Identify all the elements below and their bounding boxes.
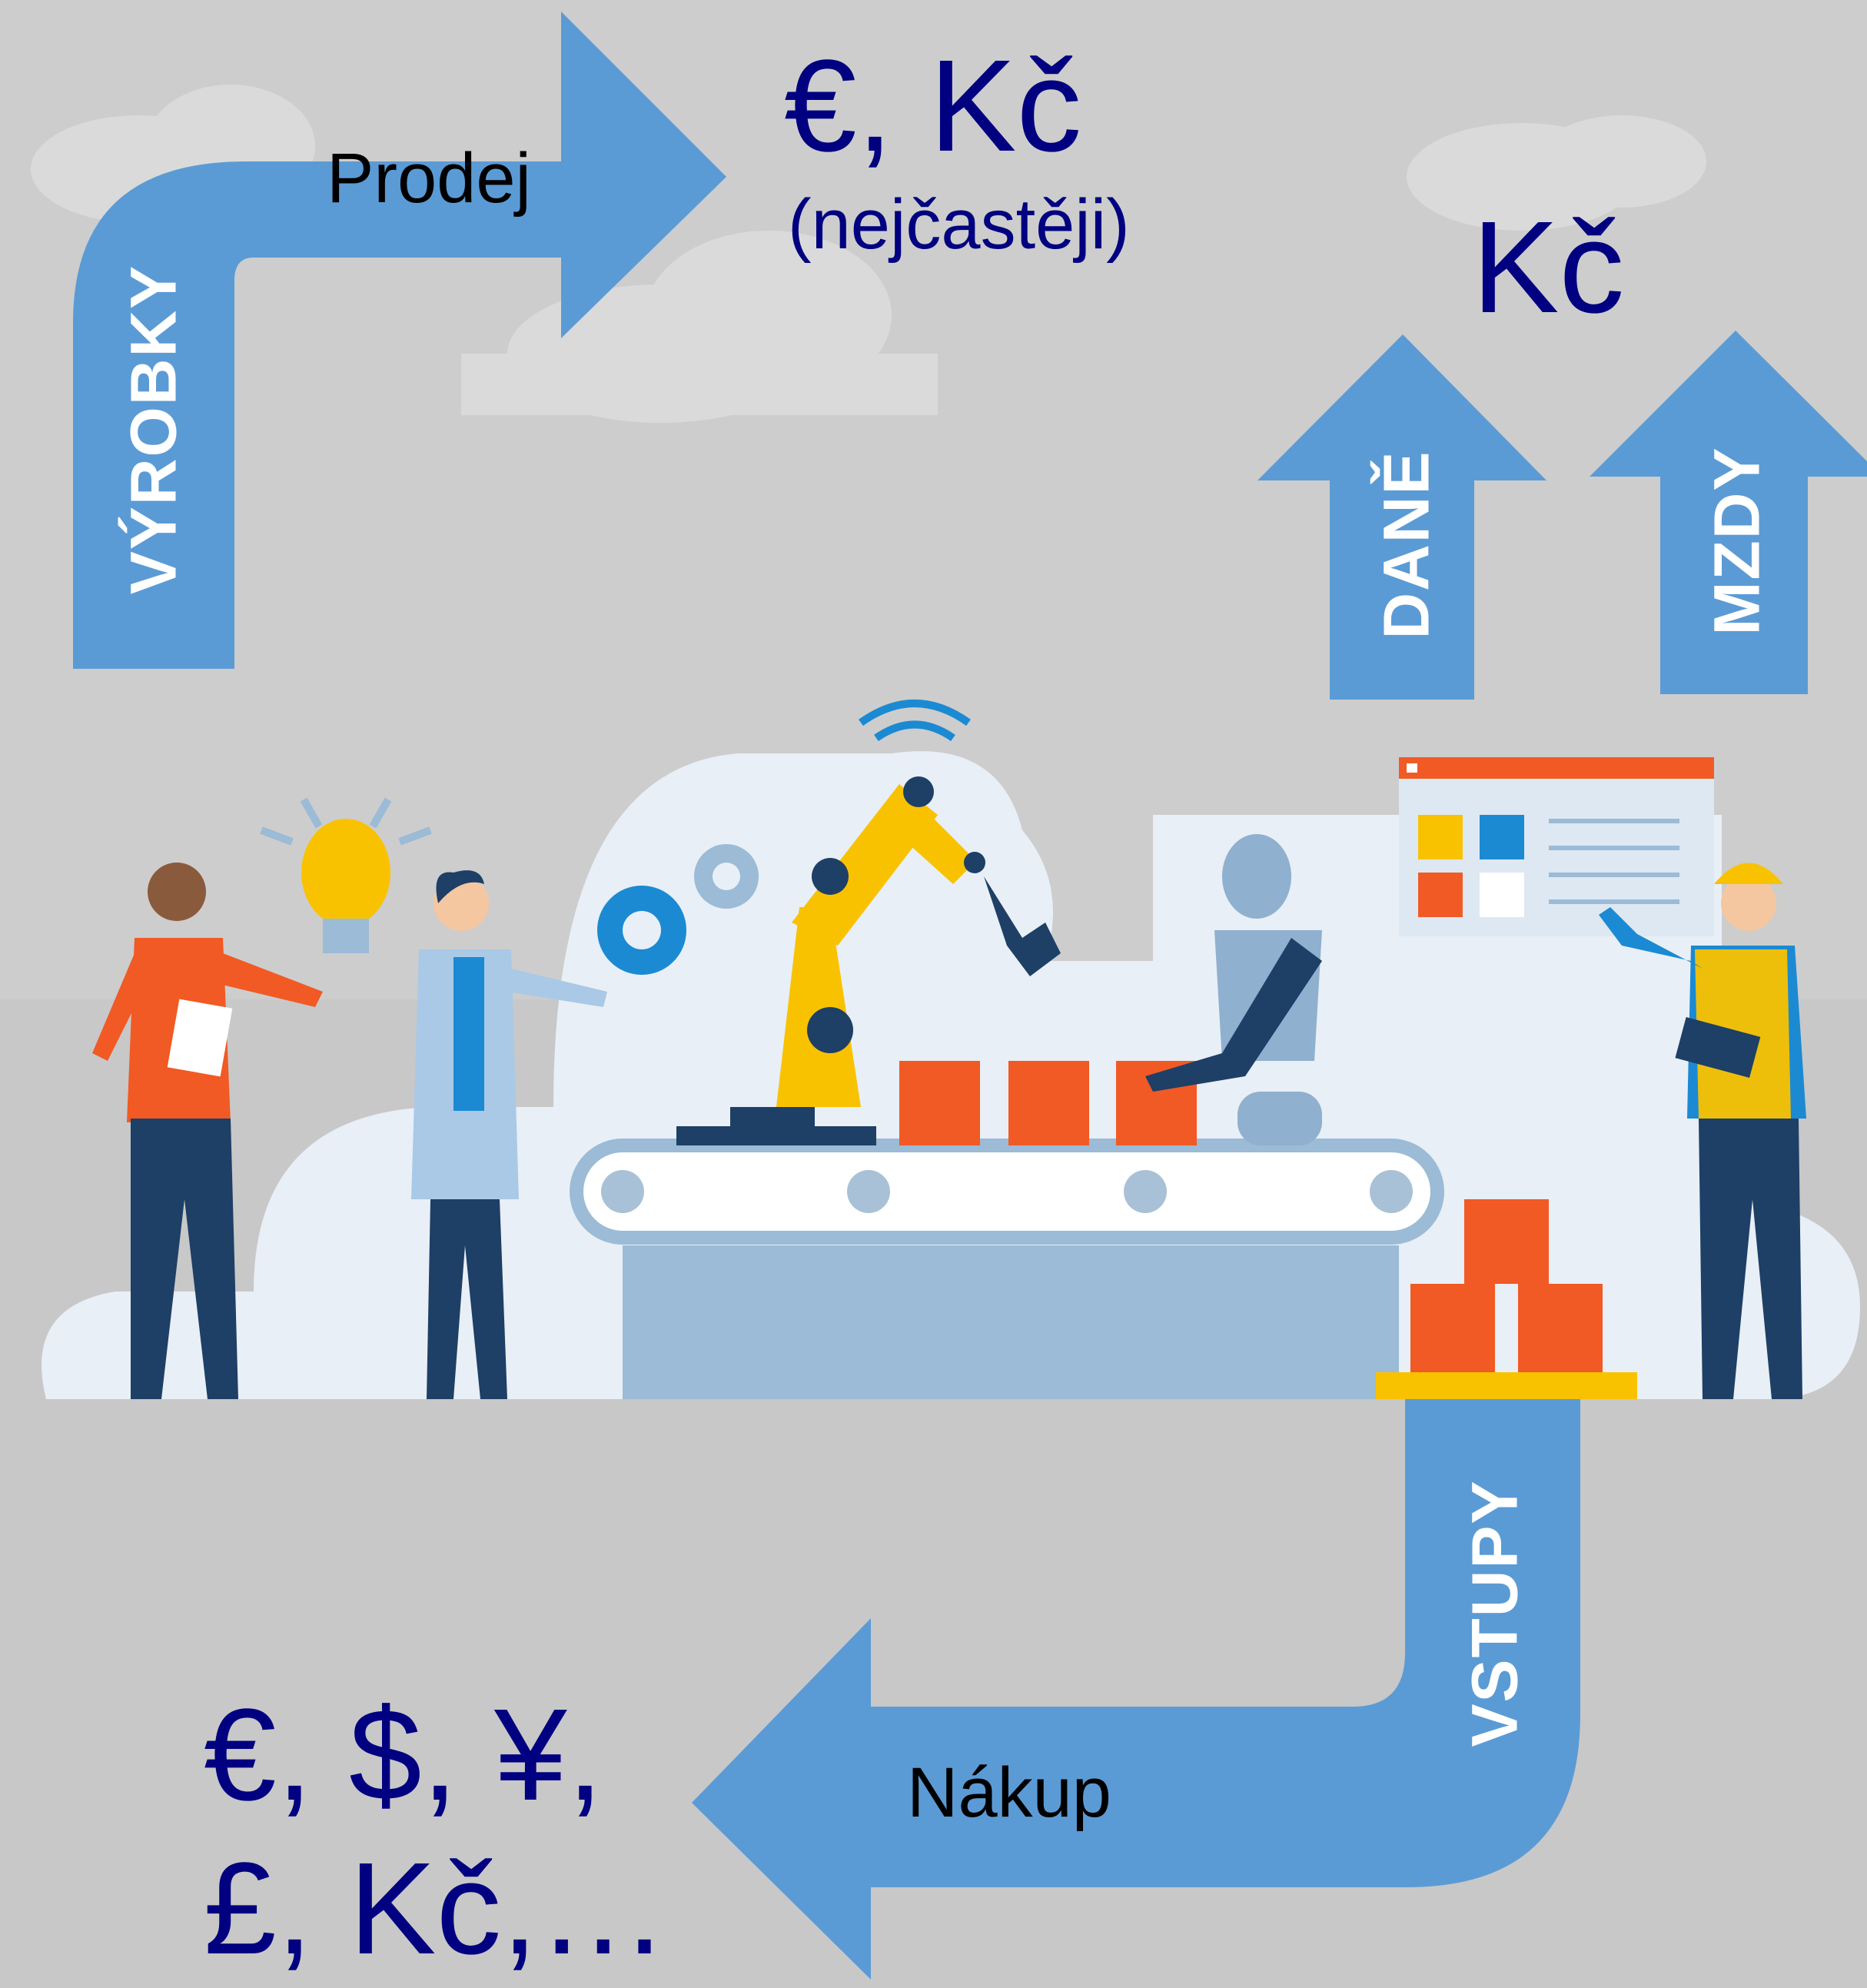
factory-scene — [42, 700, 1860, 1399]
arrow-outputs-sale — [73, 12, 726, 669]
sale-currency-note: (nejčastěji) — [788, 185, 1130, 264]
person-manager-icon — [92, 863, 323, 1399]
foreign-currencies-line1: €, $, ¥, — [204, 1682, 603, 1828]
cloud-icon — [31, 85, 1706, 423]
inputs-word: VSTUPY — [1458, 1479, 1531, 1747]
pallet-boxes-icon — [1376, 1199, 1637, 1399]
domestic-currency: Kč — [1472, 194, 1625, 341]
humanoid-robot-icon — [1145, 834, 1322, 1145]
arrow-taxes — [1257, 334, 1546, 700]
outputs-word: VÝROBKY — [117, 264, 190, 595]
sale-label: Prodej — [327, 139, 531, 218]
person-worker-icon — [1599, 863, 1806, 1399]
taxes-word: DANĚ — [1370, 450, 1443, 640]
purchase-label: Nákup — [907, 1754, 1111, 1832]
arrow-wages — [1590, 331, 1867, 694]
person-scientist-icon — [411, 870, 607, 1399]
sale-currency: €, Kč — [784, 33, 1082, 179]
foreign-currencies-line2: £, Kč,… — [204, 1836, 669, 1982]
arrow-inputs-purchase — [692, 1399, 1580, 1980]
robot-arm-icon — [676, 700, 1061, 1145]
dashboard-panel-icon — [1399, 757, 1714, 936]
gear-icon — [597, 844, 759, 975]
wages-word: MZDY — [1700, 446, 1773, 636]
lightbulb-icon — [260, 797, 432, 953]
